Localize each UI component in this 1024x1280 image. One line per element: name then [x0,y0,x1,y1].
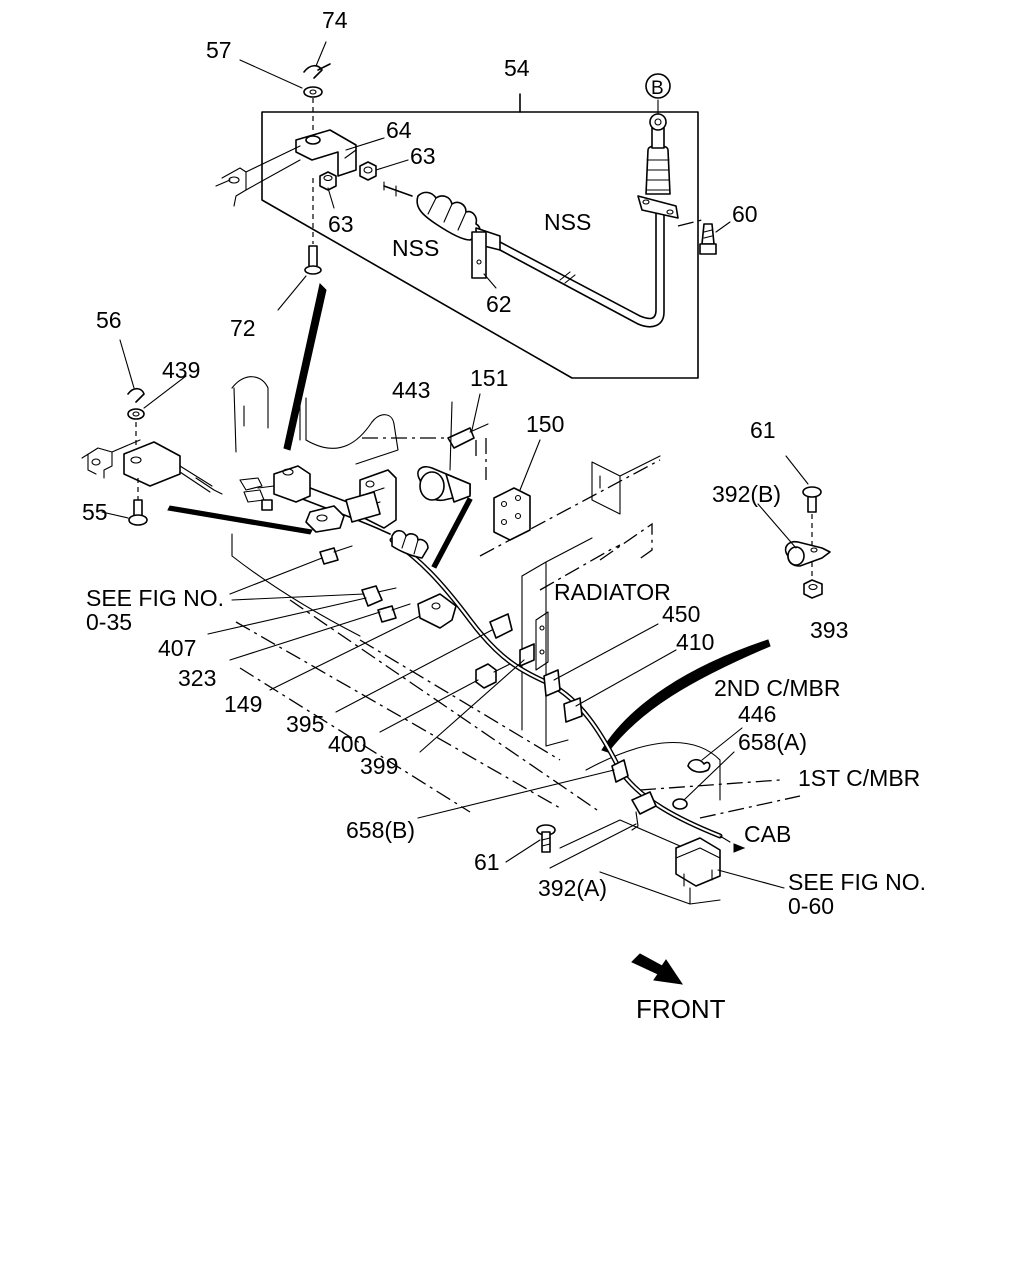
pedal-box-connector [675,837,721,887]
callout-61-upper: 61 [750,417,776,443]
callout-400: 400 [328,731,366,757]
see-fig-upper: SEE FIG NO. [86,585,224,611]
callout-399: 399 [360,753,398,779]
callout-392a: 392(A) [538,875,607,901]
callout-63-upper: 63 [410,143,436,169]
vehicle-frame-outline [231,376,801,905]
clip-446 [687,758,711,773]
clip-399 [489,613,535,667]
label-1st-cmbr: 1ST C/MBR [798,765,920,791]
callout-57: 57 [206,37,232,63]
callout-395: 395 [286,711,324,737]
callout-55: 55 [82,499,108,525]
callout-74: 74 [322,7,348,33]
bracket-55-assembly [81,387,223,526]
label-front: FRONT [636,994,726,1024]
grommet-658a [672,798,688,810]
callout-410: 410 [676,629,714,655]
callout-446: 446 [738,701,776,727]
bolt-407 [319,545,353,565]
callout-60: 60 [732,201,758,227]
bolt-323 [361,585,397,607]
main-control-cable [299,483,746,853]
assembly-54-outline [261,93,699,379]
bolt-149 [377,603,411,623]
nut-63-lower [319,171,337,191]
clamp-392b [784,486,831,580]
see-fig-lower: SEE FIG NO. [788,869,926,895]
bracket-mount-left [215,145,301,207]
pedal-linkage [239,465,345,533]
label-radiator: RADIATOR [554,579,671,605]
pointer-arrow-left [167,505,313,535]
callout-72: 72 [230,315,256,341]
callout-443: 443 [392,377,430,403]
marker-b-letter: B [651,78,664,99]
leader-lines [101,41,809,889]
callout-54: 54 [504,55,530,81]
label-cab: CAB [744,821,791,847]
pointer-arrow-middle [431,497,473,569]
pointer-arrow-upper [283,283,327,451]
see-fig-lower-number: 0-60 [788,893,834,919]
callout-labels: 74 57 54 64 63 63 NSS NSS B 60 62 72 56 … [82,7,926,1024]
callout-62: 62 [486,291,512,317]
pin-72 [304,245,322,275]
bracket-443 [345,465,471,529]
callout-63-lower: 63 [328,211,354,237]
clip-74 [303,63,331,79]
callout-658b: 658(B) [346,817,415,843]
grommet-410 [563,697,583,723]
clamp-400 [475,663,511,689]
bracket-64 [295,129,357,177]
nut-393 [803,579,823,599]
callout-149: 149 [224,691,262,717]
callout-64: 64 [386,117,412,143]
callout-151: 151 [470,365,508,391]
washer-57 [303,86,323,98]
bolt-60 [677,219,717,255]
callout-323: 323 [178,665,216,691]
callout-61-lower: 61 [474,849,500,875]
plate-150 [493,487,531,541]
control-cable-54 [383,99,679,328]
callout-439: 439 [162,357,200,383]
clamp-392a [631,791,657,831]
nut-63-upper [359,161,377,181]
front-direction-arrow [631,953,684,985]
cable-boot-near-bracket [391,529,429,559]
callout-150: 150 [526,411,564,437]
grommet-450 [543,669,561,697]
callout-392b: 392(B) [712,481,781,507]
pin-151 [447,423,489,449]
bolt-61-lower [536,824,556,853]
label-nss-left: NSS [392,235,439,261]
connection-marker-b [645,73,671,99]
clip-395 [417,593,457,629]
label-2nd-cmbr: 2ND C/MBR [714,675,841,701]
callout-450: 450 [662,601,700,627]
see-fig-upper-number: 0-35 [86,609,132,635]
callout-393: 393 [810,617,848,643]
grommet-658b [611,759,629,783]
label-nss-right: NSS [544,209,591,235]
callout-407: 407 [158,635,196,661]
callout-56: 56 [96,307,122,333]
callout-658a: 658(A) [738,729,807,755]
